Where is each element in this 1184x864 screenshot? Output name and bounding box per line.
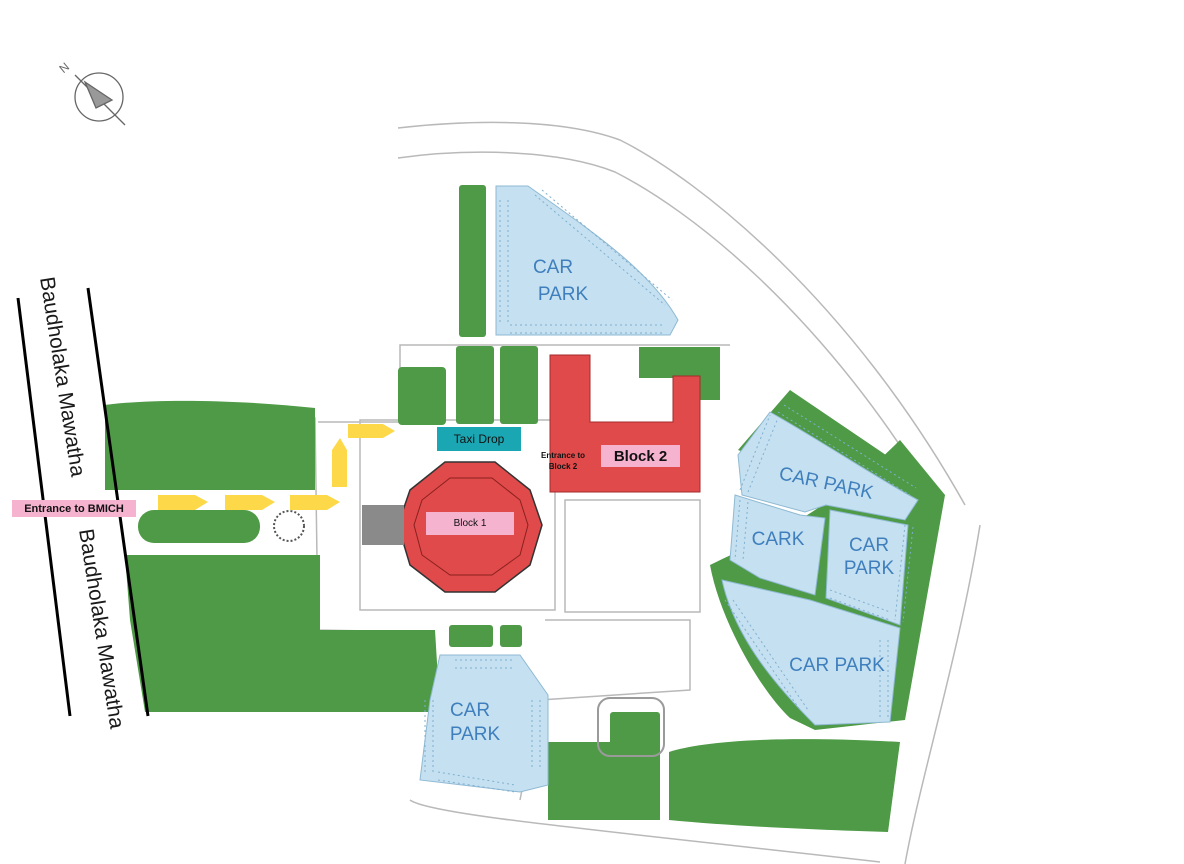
car-park-east-top	[737, 411, 919, 521]
parking-stalls	[424, 189, 917, 793]
direction-arrows	[158, 424, 395, 510]
car-park-east-left-label: CARK	[752, 529, 805, 550]
north-label: N	[56, 60, 72, 76]
road-label-south: Baudholaka Mawatha	[74, 527, 128, 730]
block-1-steps	[362, 505, 404, 545]
car-park-south	[419, 654, 549, 793]
car-park-east-bottom-label: CAR PARK	[789, 655, 885, 676]
car-park-east-right	[825, 509, 909, 626]
car-parks	[419, 185, 919, 793]
car-park-north-label-1: CAR	[533, 257, 573, 278]
block-2-label: Block 2	[601, 445, 680, 467]
entrance-to-bmich-label: Entrance to BMICH	[12, 500, 136, 517]
roundabout	[273, 510, 305, 542]
roundabout-area	[597, 697, 665, 757]
direction-arrow-icon	[332, 438, 347, 487]
car-park-east-right-label-1: CAR	[849, 535, 889, 556]
direction-arrow-icon	[348, 424, 395, 438]
direction-arrow-icon	[225, 495, 275, 510]
direction-arrow-icon	[290, 495, 340, 510]
car-park-south-label-1: CAR	[450, 700, 490, 721]
entrance-to-block-2-label: Entrance to Block 2	[540, 451, 585, 471]
car-park-south-label-2: PARK	[450, 724, 501, 745]
car-park-north	[495, 185, 679, 336]
car-park-east-right-label-2: PARK	[844, 558, 895, 579]
road-label-north: Baudholaka Mawatha	[35, 275, 89, 478]
car-park-east-left	[729, 494, 826, 596]
block-1-label: Block 1	[426, 512, 514, 535]
direction-arrow-icon	[158, 495, 208, 510]
car-park-north-label-2: PARK	[538, 284, 589, 305]
taxi-drop-label: Taxi Drop	[437, 427, 521, 451]
compass-icon: N	[56, 60, 126, 126]
